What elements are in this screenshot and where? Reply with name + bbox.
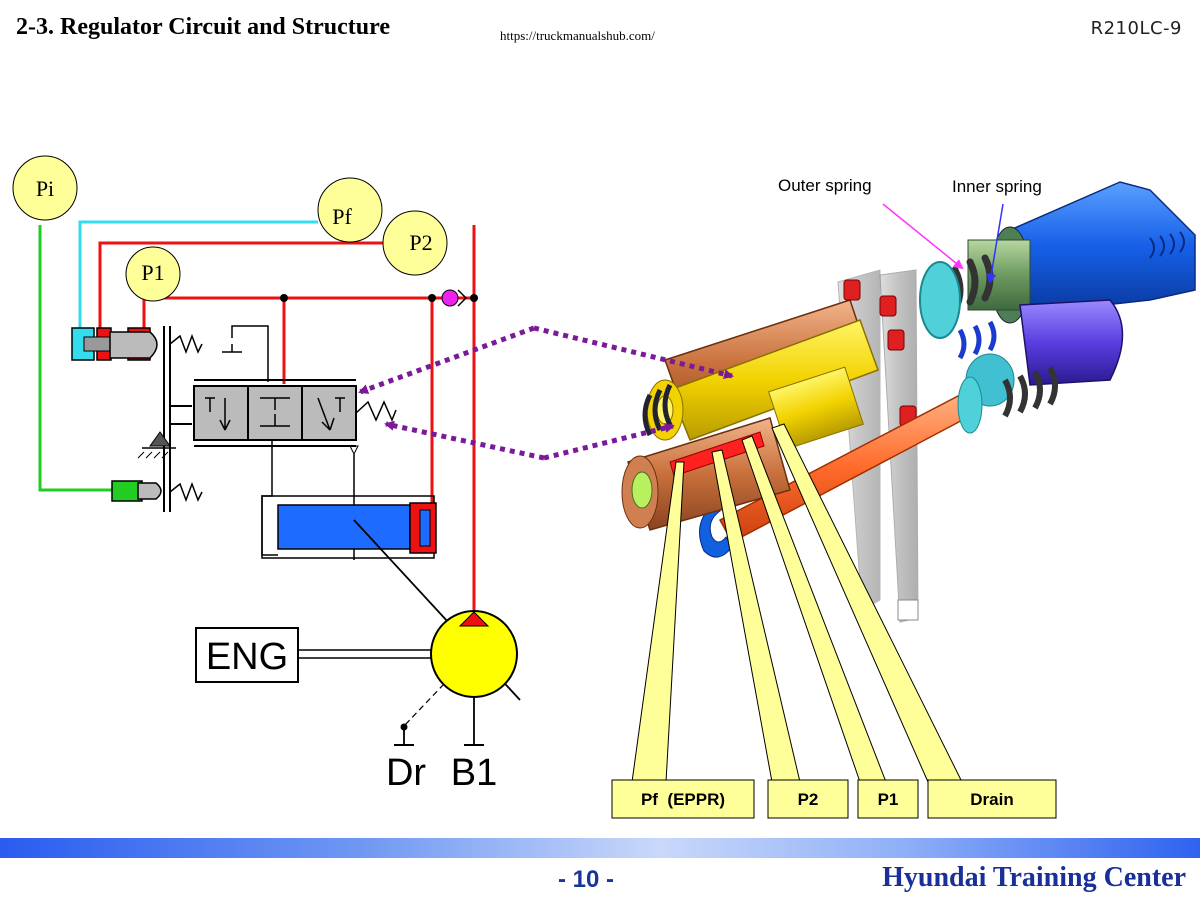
p1-bubble bbox=[125, 246, 181, 302]
hydraulic-circuit: ENG Dr B1 Pi Pf P2 P1 bbox=[12, 155, 521, 794]
p2-bubble bbox=[382, 210, 448, 276]
footer-bar bbox=[0, 838, 1200, 858]
regulator-structure-illustration bbox=[621, 181, 1196, 623]
regulator-piston-icon bbox=[277, 504, 411, 550]
page-title: 2-3. Regulator Circuit and Structure bbox=[16, 14, 390, 40]
regulator-housing bbox=[1009, 181, 1196, 311]
port-leaders bbox=[631, 423, 963, 783]
port-box-p2 bbox=[767, 779, 849, 819]
p2-line bbox=[98, 241, 383, 328]
port-box-pf bbox=[611, 779, 755, 819]
source-url[interactable]: https://truckmanualshub.com/ bbox=[500, 28, 655, 43]
pi-bubble bbox=[12, 155, 78, 221]
port-box-drain bbox=[927, 779, 1057, 819]
pf-bubble bbox=[317, 177, 383, 243]
outer-spring-label: Outer spring bbox=[778, 176, 872, 195]
p1-line bbox=[142, 296, 442, 328]
drain-label-dr: Dr bbox=[386, 752, 426, 794]
pf-pilot-line bbox=[78, 220, 318, 328]
outer-spring-pointer bbox=[882, 203, 964, 270]
port-label-p2: P2 bbox=[798, 790, 819, 809]
spring-icon bbox=[355, 400, 397, 422]
pi-label: Pi bbox=[36, 176, 54, 201]
port-labels: Pf (EPPR) P2 P1 Drain bbox=[611, 779, 1057, 819]
p2-label: P2 bbox=[409, 230, 432, 255]
model-number: R210LC-9 bbox=[1090, 18, 1182, 39]
port-label-p1: P1 bbox=[878, 790, 899, 809]
check-valve-icon bbox=[441, 289, 459, 307]
inner-spring-pointer bbox=[986, 203, 1004, 284]
port-box-p1 bbox=[857, 779, 919, 819]
pf-label: Pf bbox=[332, 204, 352, 229]
port-label-drain: Drain bbox=[970, 790, 1013, 809]
spool-icon bbox=[669, 319, 879, 441]
engine-box bbox=[195, 627, 299, 683]
page-number: - 10 - bbox=[558, 866, 615, 893]
spring-icon bbox=[169, 481, 203, 503]
brand-name: Hyundai Training Center bbox=[882, 862, 1186, 893]
servo-valve-icon bbox=[193, 385, 357, 441]
regulator-diagram: ENG Dr B1 Pi Pf P2 P1 bbox=[12, 155, 1196, 819]
correspondence-arrows bbox=[358, 325, 734, 461]
spring-icon bbox=[169, 333, 203, 355]
port-label-pf: Pf (EPPR) bbox=[641, 790, 725, 809]
engine-label: ENG bbox=[206, 636, 288, 678]
inner-spring-label: Inner spring bbox=[952, 177, 1042, 196]
drain-label-b1: B1 bbox=[451, 752, 497, 794]
p1-label: P1 bbox=[141, 260, 164, 285]
pi-pilot-line bbox=[38, 225, 112, 492]
